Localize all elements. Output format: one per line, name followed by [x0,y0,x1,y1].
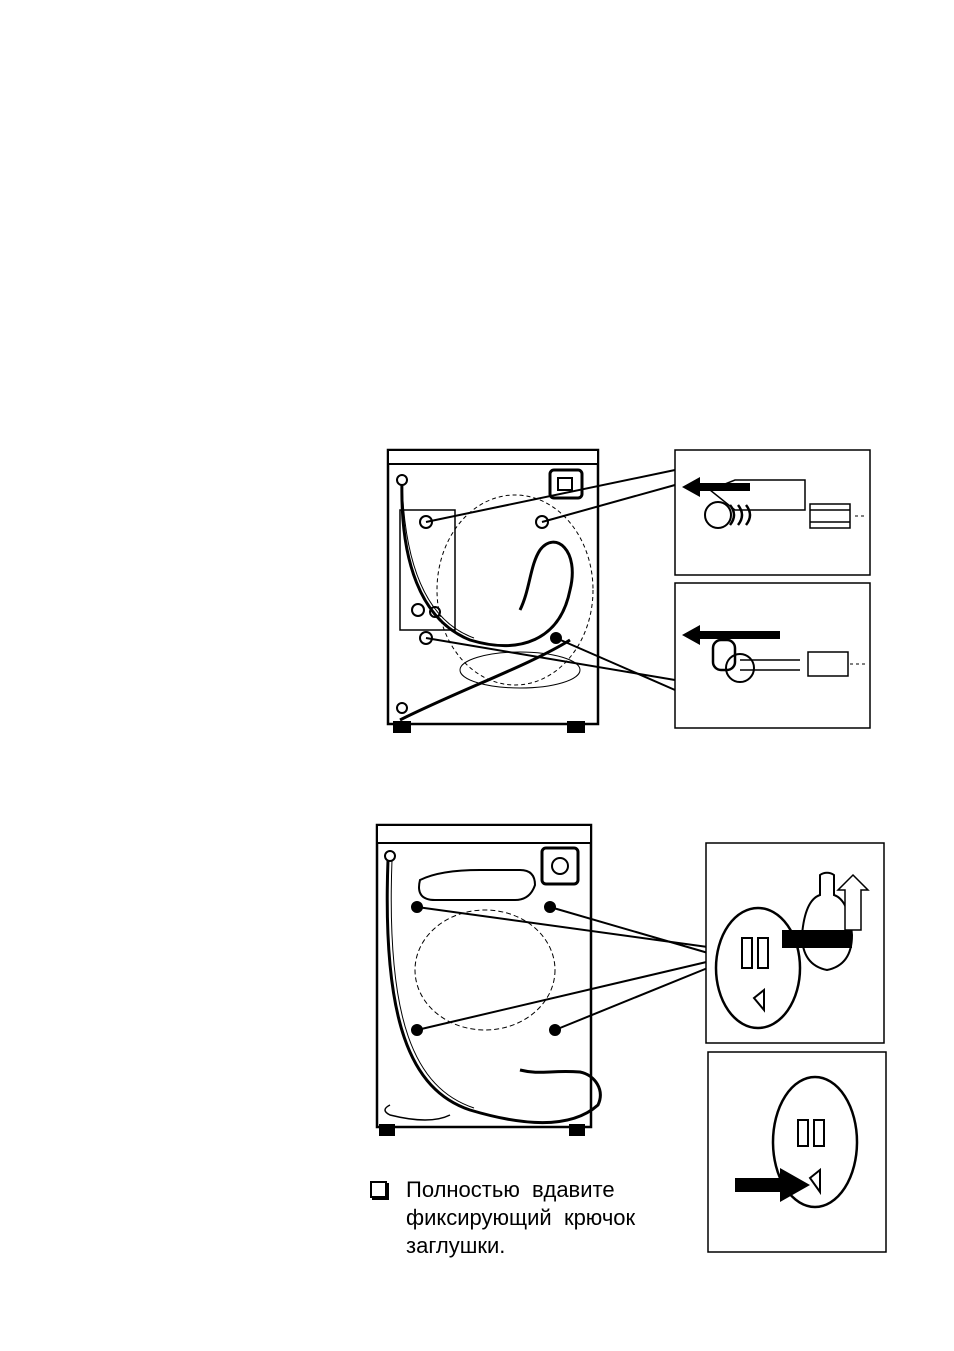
instruction-line-2: фиксирующий крючок [406,1204,660,1232]
checkbox-bullet-icon [370,1181,387,1198]
instruction-text: Полностью вдавите фиксирующий крючок заг… [406,1176,660,1260]
instruction-line-1: Полностью вдавите [406,1176,660,1204]
slide-bar [782,930,852,948]
detail-bolt-bottom [675,583,870,728]
instruction-block: Полностью вдавите фиксирующий крючок заг… [370,1176,660,1260]
instruction-line-3: заглушки. [406,1232,660,1260]
detail-plug-press [708,1052,886,1252]
figure-transport-bolts [380,440,880,740]
detail-bolt-top [675,450,870,575]
transport-bolts-illustration [380,440,880,740]
machine-rear-panel-2 [377,825,600,1135]
